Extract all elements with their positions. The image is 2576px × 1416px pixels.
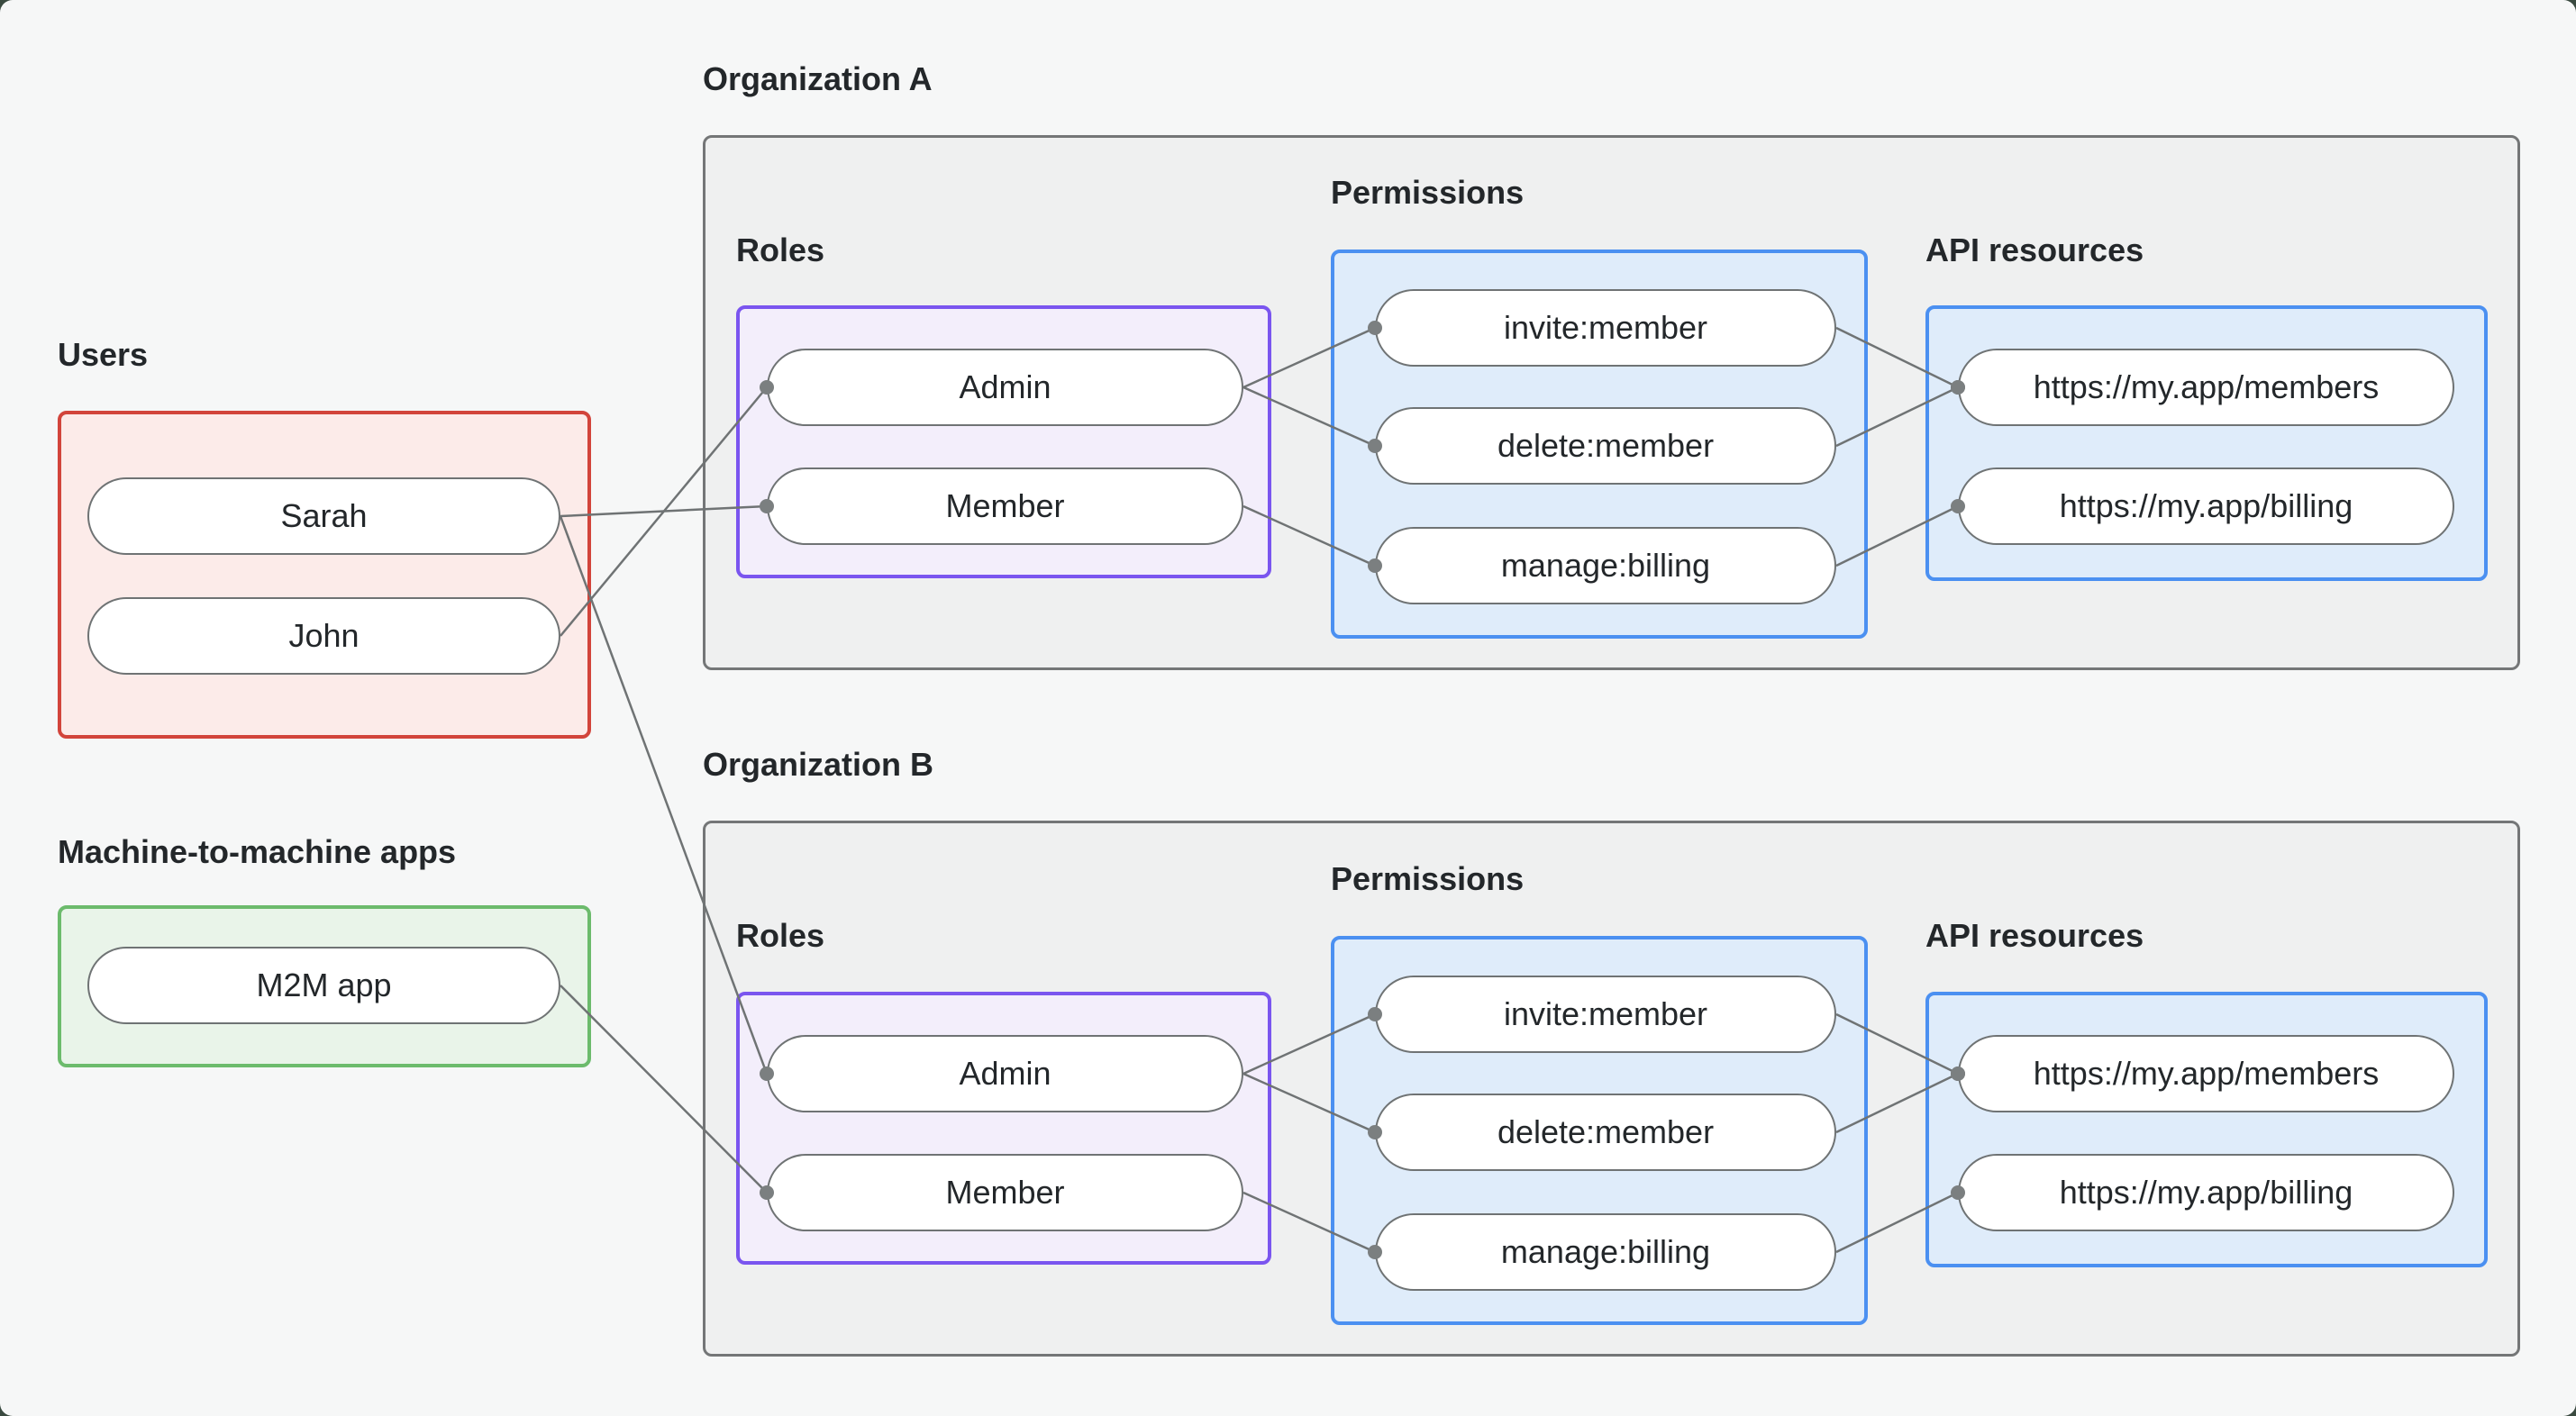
users-group-box [58, 411, 591, 739]
role-pill-admin: Admin [767, 349, 1243, 426]
user-pill-label: Sarah [280, 497, 368, 534]
permission-pill-delete-member: delete:member [1375, 407, 1836, 485]
m2m-app-pill: M2M app [87, 947, 560, 1024]
org-b-permissions-label: Permissions [1331, 860, 1525, 897]
role-pill-member: Member [767, 1154, 1243, 1231]
user-pill-label: John [288, 617, 360, 654]
permission-pill-label: delete:member [1497, 1113, 1715, 1150]
permission-pill-invite-member: invite:member [1375, 289, 1836, 367]
m2m-section-label: Machine-to-machine apps [58, 833, 457, 870]
api-resource-pill-label: https://my.app/billing [2059, 1174, 2353, 1211]
role-pill-label: Member [945, 487, 1065, 524]
api-resource-pill-billing: https://my.app/billing [1958, 1154, 2454, 1231]
org-a-api-resources-label: API resources [1925, 231, 2144, 268]
permission-pill-label: invite:member [1503, 309, 1708, 346]
permission-pill-manage-billing: manage:billing [1375, 527, 1836, 604]
org-b-api-resources-label: API resources [1925, 917, 2144, 954]
permission-pill-manage-billing: manage:billing [1375, 1213, 1836, 1291]
role-pill-admin: Admin [767, 1035, 1243, 1112]
role-pill-label: Admin [959, 368, 1051, 405]
org-b-title: Organization B [703, 746, 934, 783]
role-pill-label: Member [945, 1174, 1065, 1211]
api-resource-pill-billing: https://my.app/billing [1958, 467, 2454, 545]
api-resource-pill-label: https://my.app/members [2033, 1055, 2380, 1092]
api-resource-pill-members: https://my.app/members [1958, 1035, 2454, 1112]
role-pill-label: Admin [959, 1055, 1051, 1092]
permission-pill-label: delete:member [1497, 427, 1715, 464]
permission-pill-label: manage:billing [1500, 547, 1711, 584]
user-pill-sarah: Sarah [87, 477, 560, 555]
m2m-pill-label: M2M app [256, 967, 392, 1003]
org-a-roles-label: Roles [736, 231, 825, 268]
users-section-label: Users [58, 336, 149, 373]
api-resource-pill-members: https://my.app/members [1958, 349, 2454, 426]
org-a-title: Organization A [703, 60, 933, 97]
permission-pill-delete-member: delete:member [1375, 1094, 1836, 1171]
role-pill-member: Member [767, 467, 1243, 545]
org-b-roles-label: Roles [736, 917, 825, 954]
permission-pill-label: manage:billing [1500, 1233, 1711, 1270]
user-pill-john: John [87, 597, 560, 675]
api-resource-pill-label: https://my.app/billing [2059, 487, 2353, 524]
permission-pill-invite-member: invite:member [1375, 976, 1836, 1053]
permission-pill-label: invite:member [1503, 995, 1708, 1032]
org-a-permissions-label: Permissions [1331, 174, 1525, 211]
api-resource-pill-label: https://my.app/members [2033, 368, 2380, 405]
